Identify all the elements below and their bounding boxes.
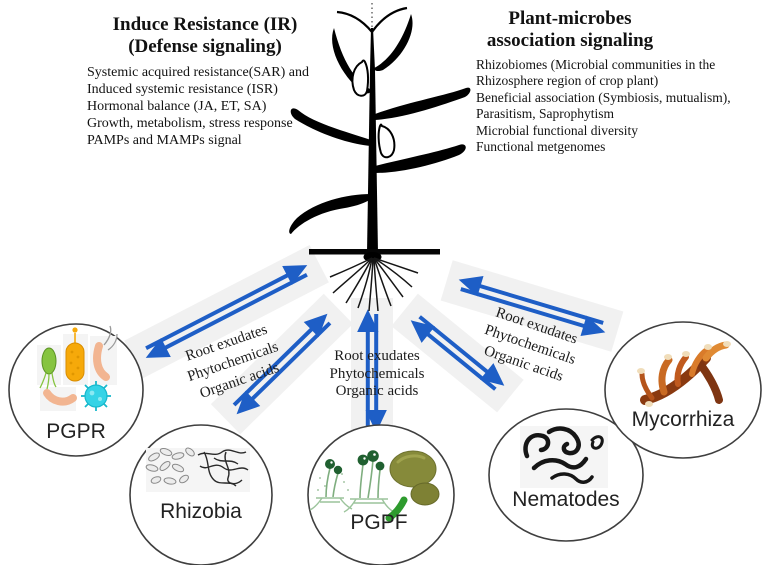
node-label-nematodes: Nematodes (512, 488, 620, 511)
panel-line: Hormonal balance (JA, ET, SA) (87, 99, 267, 114)
roots (329, 257, 419, 312)
coral-branches-icon (637, 341, 731, 407)
left-panel-title-line2: (Defense signaling) (128, 36, 282, 57)
leaves (289, 14, 471, 234)
rhizobia-circle (129, 424, 273, 565)
left-panel-title-line1: Induce Resistance (IR) (112, 14, 298, 35)
panel-line: Rhizosphere region of crop plant) (476, 73, 659, 89)
maize-plant-icon (289, 3, 471, 312)
exchange-arrows (145, 265, 606, 433)
exchange-line: Root exudates (334, 347, 420, 364)
tassel-right (371, 6, 408, 33)
double-exchange-arrow-icon (410, 315, 505, 391)
panel-line: Parasitism, Saprophytism (476, 106, 614, 122)
panel-line: Microbial functional diversity (476, 122, 638, 138)
tassel-left (336, 10, 373, 33)
node-label-rhizobia: Rhizobia (160, 500, 242, 523)
panel-line: Growth, metabolism, stress response (87, 116, 293, 131)
rhizobia-micrograph-icon (145, 447, 250, 492)
bacteria-cluster-icon (37, 325, 118, 411)
panel-line: Functional metgenomes (476, 139, 606, 155)
induced-resistance-list: Systemic acquired resistance(SAR) and In… (87, 64, 309, 149)
double-exchange-arrow-icon (232, 313, 332, 415)
node-label-pgpf: PGPF (350, 511, 408, 534)
exchange-line: Organic acids (335, 382, 419, 399)
mycorrhiza-circle (604, 321, 762, 459)
panel-line: Induced systemic resistance (ISR) (87, 82, 278, 97)
node-label-mycorrhiza: Mycorrhiza (631, 408, 735, 431)
worms-icon (520, 426, 608, 488)
double-exchange-arrow-icon (357, 309, 387, 433)
corn-ears (351, 59, 396, 159)
plant-microbe-panel: Plant-microbes association signaling (455, 8, 685, 52)
panel-line: Systemic acquired resistance(SAR) and (87, 65, 309, 80)
node-label-pgpr: PGPR (46, 420, 106, 443)
fungi-sporangia-icon (309, 450, 440, 522)
induced-resistance-panel: Induce Resistance (IR) (Defense signalin… (80, 14, 330, 58)
plant-microbe-list: Rhizobiomes (Microbial communities in th… (476, 57, 731, 155)
double-exchange-arrow-icon (458, 275, 606, 337)
exchange-label-center: Root exudates Phytochemicals Organic aci… (330, 348, 425, 401)
panel-line: Beneficial association (Symbiosis, mutua… (476, 89, 731, 105)
right-panel-title-line1: Plant-microbes (508, 8, 632, 29)
panel-line: Rhizobiomes (Microbial communities in th… (476, 57, 716, 72)
right-panel-title-line2: association signaling (486, 30, 654, 51)
ground-line (309, 249, 440, 255)
exchange-line: Phytochemicals (329, 365, 425, 382)
double-exchange-arrow-icon (145, 265, 308, 358)
panel-line: PAMPs and MAMPs signal (87, 133, 242, 148)
